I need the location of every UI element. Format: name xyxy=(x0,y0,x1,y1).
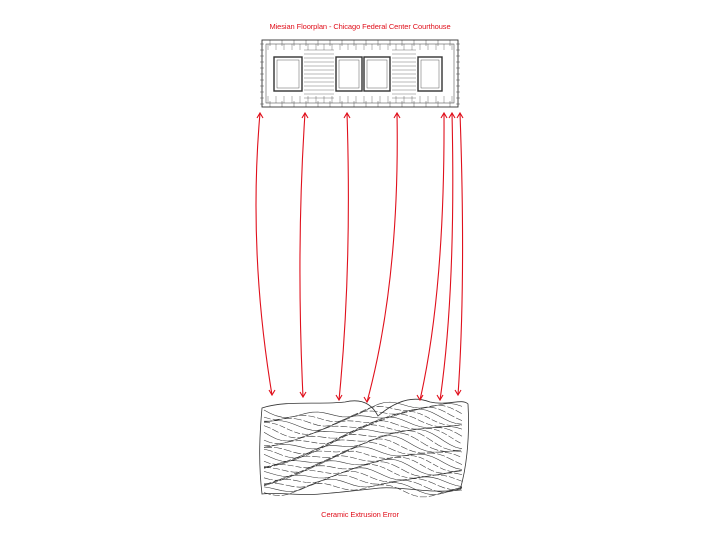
connector-arrow-7 xyxy=(454,111,464,397)
floorplan-core-4 xyxy=(417,56,443,92)
connector-group xyxy=(255,111,464,404)
connector-arrow-3 xyxy=(335,111,351,402)
connector-arrow-4 xyxy=(363,111,401,404)
floorplan-core-3 xyxy=(363,56,391,92)
connector-arrow-1 xyxy=(255,111,276,397)
extrusion-title: Ceramic Extrusion Error xyxy=(321,510,399,519)
extrusion-outline xyxy=(259,398,469,495)
floorplan-core-2 xyxy=(335,56,363,92)
connector-arrow-6 xyxy=(436,111,456,402)
floorplan-drawing xyxy=(260,39,460,108)
extrusion-drawing xyxy=(259,398,469,498)
floorplan-core-1 xyxy=(273,56,303,92)
connector-arrow-2 xyxy=(299,111,309,399)
connector-arrow-5 xyxy=(416,111,448,402)
floorplan-title: Miesian Floorplan - Chicago Federal Cent… xyxy=(269,22,451,31)
